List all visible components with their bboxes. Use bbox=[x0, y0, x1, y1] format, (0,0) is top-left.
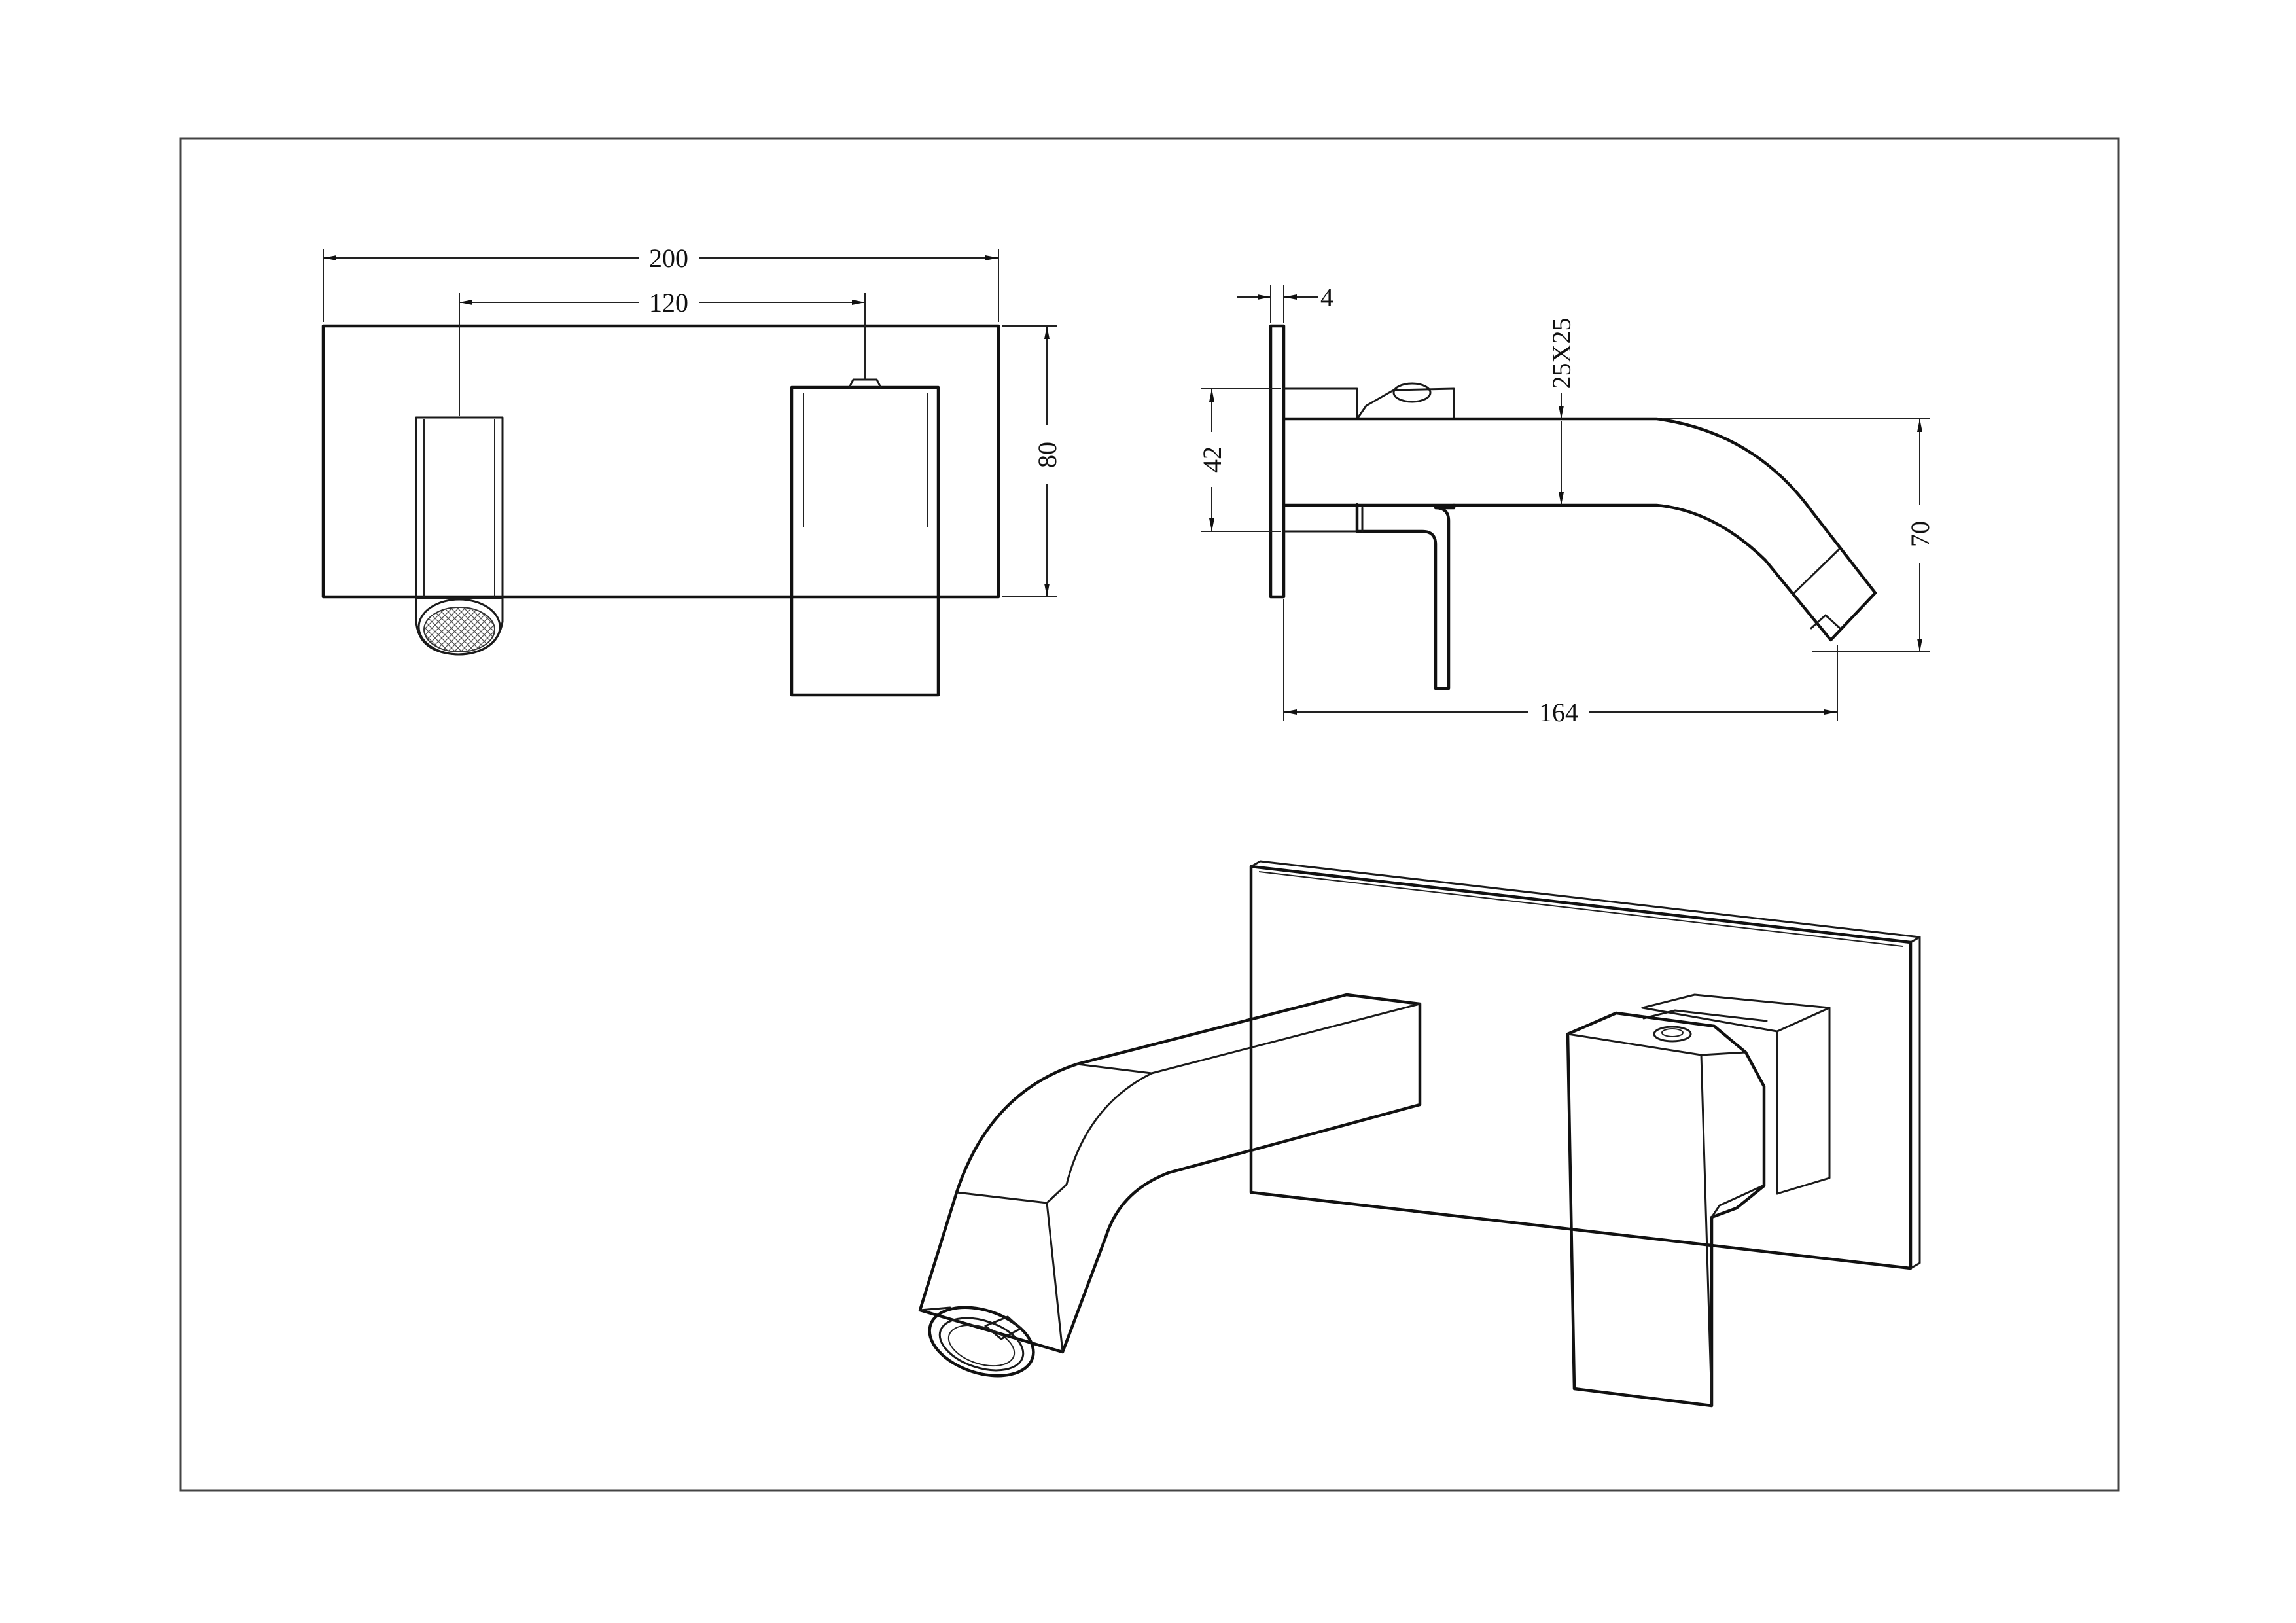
front-spout-column bbox=[415, 416, 504, 599]
iso-handle-base bbox=[1641, 993, 1831, 1195]
dim-plate-height-label: 80 bbox=[1033, 442, 1062, 468]
dim-overall-width-label: 200 bbox=[649, 243, 688, 273]
dim-spout-drop-label: 70 bbox=[1905, 521, 1935, 547]
dim-center-distance: 120 bbox=[459, 288, 866, 416]
dim-body-height: 42 bbox=[1197, 388, 1281, 532]
dim-center-distance-label: 120 bbox=[649, 288, 688, 317]
dim-body-height-label: 42 bbox=[1197, 446, 1227, 473]
dim-projection-label: 164 bbox=[1539, 698, 1578, 727]
front-handle bbox=[790, 378, 940, 697]
dim-overall-width: 200 bbox=[323, 243, 999, 322]
front-backplate bbox=[321, 324, 1000, 599]
iso-handle bbox=[1566, 1011, 1766, 1408]
dim-plate-thickness-label: 4 bbox=[1320, 283, 1333, 312]
perspective-view bbox=[918, 860, 1921, 1408]
iso-aerator bbox=[928, 1306, 1035, 1378]
iso-backplate bbox=[1249, 860, 1921, 1270]
front-aerator bbox=[415, 597, 504, 656]
side-handle bbox=[1355, 503, 1456, 690]
dim-spout-drop: 70 bbox=[1662, 418, 1935, 652]
iso-spout bbox=[918, 993, 1422, 1354]
dim-spout-section: 25X25 bbox=[1547, 318, 1576, 505]
dim-spout-section-label: 25X25 bbox=[1547, 318, 1576, 389]
drawing-frame bbox=[179, 137, 2120, 1492]
side-spout bbox=[1282, 417, 1877, 642]
side-backplate bbox=[1269, 324, 1286, 599]
dim-projection: 164 bbox=[1283, 599, 1838, 727]
front-view: 200 120 80 bbox=[321, 243, 1062, 697]
side-view: 4 42 25X25 70 bbox=[1197, 283, 1935, 727]
dim-plate-thickness: 4 bbox=[1237, 283, 1333, 323]
dim-plate-height: 80 bbox=[1002, 325, 1062, 597]
